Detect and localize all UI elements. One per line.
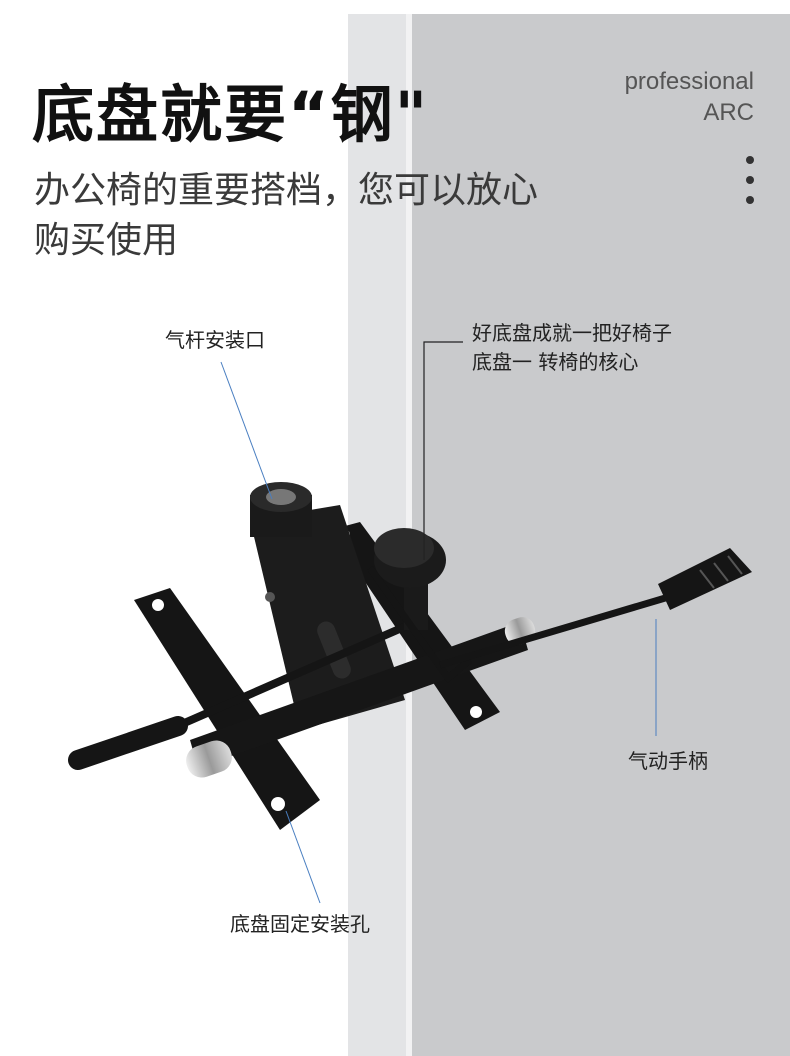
core-leader-line [423, 341, 463, 560]
callout-gas-handle: 气动手柄 [628, 749, 708, 773]
brand-line-1: professional [624, 68, 754, 95]
callout-core-line-1: 好底盘成就一把好椅子 [472, 321, 672, 345]
subline: 办公椅的重要搭档，您可以放心购买使用 [34, 170, 539, 261]
left-lever [68, 616, 422, 770]
gas-handle-lever [439, 548, 752, 669]
more-vertical-icon [746, 156, 754, 216]
tension-tube [186, 617, 536, 778]
callout-core-line-2: 底盘一 转椅的核心 [472, 350, 639, 374]
background-panel-dark [412, 14, 790, 1056]
left-mounting-bracket [134, 588, 320, 830]
brand-block: professional ARC [625, 66, 754, 128]
headline: 底盘就要“钢" [32, 78, 430, 151]
gas-lift-port [250, 482, 312, 537]
brand-line-2: ARC [703, 99, 754, 126]
tension-knob [374, 528, 446, 630]
leader-lines [220, 361, 657, 904]
callout-mounting-holes: 底盘固定安装孔 [230, 912, 370, 936]
callout-gas-lift-port: 气杆安装口 [165, 328, 265, 352]
bent-rod [367, 565, 473, 684]
